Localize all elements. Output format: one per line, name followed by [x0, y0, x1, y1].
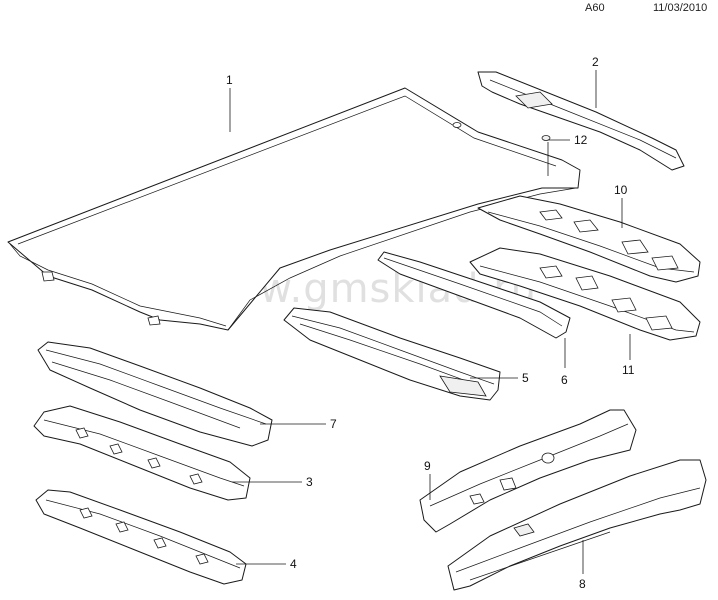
rear-rail-small: [477, 71, 685, 171]
callout-4: 4: [290, 557, 297, 571]
side-rail-inner: [419, 409, 637, 533]
sheet-date: 11/03/2010: [653, 2, 708, 14]
front-header-reinforcement: [33, 405, 251, 501]
callout-2: 2: [592, 55, 599, 69]
callout-8: 8: [579, 577, 586, 591]
callout-6: 6: [561, 373, 568, 387]
roof-panel: [7, 87, 581, 331]
sheet-code: A60: [585, 2, 605, 14]
leader-lines: [229, 70, 631, 574]
roof-bow-middle: [469, 247, 701, 341]
roof-bow-front: [283, 307, 501, 401]
callout-3: 3: [306, 475, 313, 489]
side-rail-outer: [447, 459, 707, 591]
clip: [541, 135, 551, 141]
roof-bow-thin: [377, 251, 571, 339]
callout-12: 12: [574, 133, 588, 147]
callout-1: 1: [226, 73, 233, 87]
callout-11: 11: [622, 363, 635, 377]
front-header-panel: [37, 341, 273, 447]
callout-10: 10: [614, 183, 628, 197]
front-header-lower: [35, 489, 247, 585]
callout-9: 9: [424, 459, 431, 473]
roof-bow-rear: [477, 195, 701, 283]
callout-7: 7: [330, 417, 337, 431]
callout-5: 5: [522, 371, 529, 385]
